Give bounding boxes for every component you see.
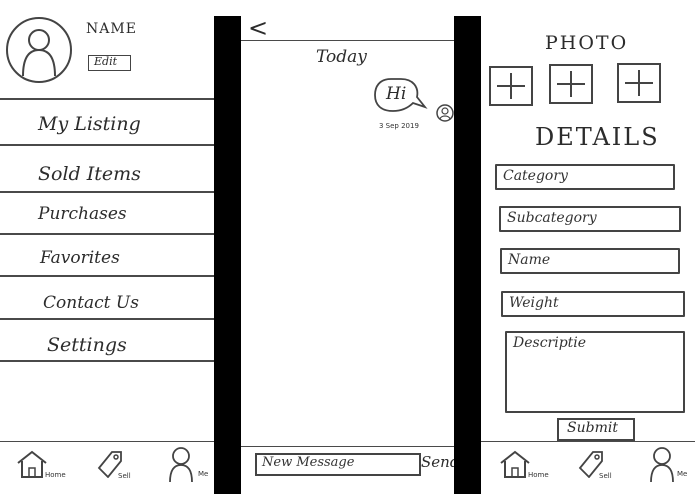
menu-item-favorites[interactable]: Favorites <box>0 235 214 275</box>
new-message-input[interactable]: New Message <box>255 453 421 476</box>
screen-separator <box>214 16 241 494</box>
tab-sell[interactable]: Sell <box>577 448 617 482</box>
menu-item-label: Favorites <box>40 248 120 268</box>
add-photo-button[interactable] <box>617 63 661 103</box>
tab-me[interactable]: Me <box>649 446 695 486</box>
weight-label: Weight <box>509 295 559 311</box>
divider <box>0 318 214 320</box>
tag-icon <box>97 451 122 478</box>
menu-item-label: Settings <box>47 334 127 356</box>
new-message-placeholder: New Message <box>262 455 355 470</box>
add-photo-button[interactable] <box>549 64 593 104</box>
tab-sell[interactable]: Sell <box>96 448 136 482</box>
category-label: Category <box>503 168 568 184</box>
divider <box>0 191 214 193</box>
message-text: Hi <box>386 84 407 104</box>
home-icon <box>500 450 530 478</box>
submit-button[interactable]: Submit <box>557 418 635 441</box>
profile-name: NAME <box>86 21 137 37</box>
message-bubble <box>374 78 428 112</box>
menu-item-settings[interactable]: Settings <box>0 320 214 360</box>
sender-avatar-icon <box>436 104 454 122</box>
name-label: Name <box>508 252 551 268</box>
chat-screen: < Today Hi 3 Sep 2019 New Message Send <box>241 0 454 494</box>
menu-item-contact-us[interactable]: Contact Us <box>0 277 214 317</box>
menu-item-label: Purchases <box>38 204 127 224</box>
divider <box>0 233 214 235</box>
divider <box>0 360 214 362</box>
home-icon <box>17 450 47 478</box>
tab-home[interactable]: Home <box>16 449 66 481</box>
tab-home[interactable]: Home <box>499 449 549 481</box>
description-label: Descriptie <box>513 335 587 351</box>
name-field[interactable]: Name <box>500 248 680 274</box>
tab-me-label: Me <box>198 470 209 478</box>
profile-screen: NAME Edit My Listing Sold Items Purchase… <box>0 0 214 494</box>
date-header: Today <box>316 47 367 67</box>
category-field[interactable]: Category <box>495 164 675 190</box>
tab-me-label: Me <box>677 470 688 478</box>
subcategory-label: Subcategory <box>507 210 597 226</box>
person-icon <box>650 447 674 482</box>
menu-item-purchases[interactable]: Purchases <box>0 193 214 233</box>
add-photo-button[interactable] <box>489 66 533 106</box>
tabbar-divider <box>481 441 695 442</box>
divider <box>0 98 214 100</box>
menu-item-label: Sold Items <box>38 163 141 185</box>
weight-field[interactable]: Weight <box>501 291 685 317</box>
menu-item-sold-items[interactable]: Sold Items <box>0 146 214 186</box>
description-field[interactable]: Descriptie <box>505 331 685 413</box>
edit-profile-button[interactable]: Edit <box>88 55 131 71</box>
send-button[interactable]: Send <box>421 453 454 471</box>
person-icon <box>169 447 193 482</box>
details-title: DETAILS <box>535 123 660 151</box>
photo-title: PHOTO <box>545 32 629 54</box>
message-timestamp: 3 Sep 2019 <box>379 122 419 130</box>
header-divider <box>241 40 454 41</box>
tab-me[interactable]: Me <box>168 446 214 486</box>
submit-label: Submit <box>567 420 618 436</box>
tag-icon <box>578 451 603 478</box>
tab-home-label: Home <box>528 471 549 479</box>
tab-home-label: Home <box>45 471 66 479</box>
menu-item-my-listing[interactable]: My Listing <box>0 100 214 140</box>
screen-separator <box>454 16 481 494</box>
tab-sell-label: Sell <box>599 472 612 480</box>
tabbar-divider <box>0 441 214 442</box>
sell-screen: PHOTO DETAILS Category Subcategory Name … <box>481 0 695 494</box>
divider <box>0 144 214 146</box>
avatar[interactable] <box>5 16 73 84</box>
menu-item-label: Contact Us <box>43 293 139 313</box>
back-button[interactable]: < <box>248 14 269 42</box>
subcategory-field[interactable]: Subcategory <box>499 206 681 232</box>
input-divider <box>241 446 454 447</box>
divider <box>0 275 214 277</box>
tab-sell-label: Sell <box>118 472 131 480</box>
menu-item-label: My Listing <box>38 113 141 135</box>
edit-profile-label: Edit <box>94 55 118 68</box>
